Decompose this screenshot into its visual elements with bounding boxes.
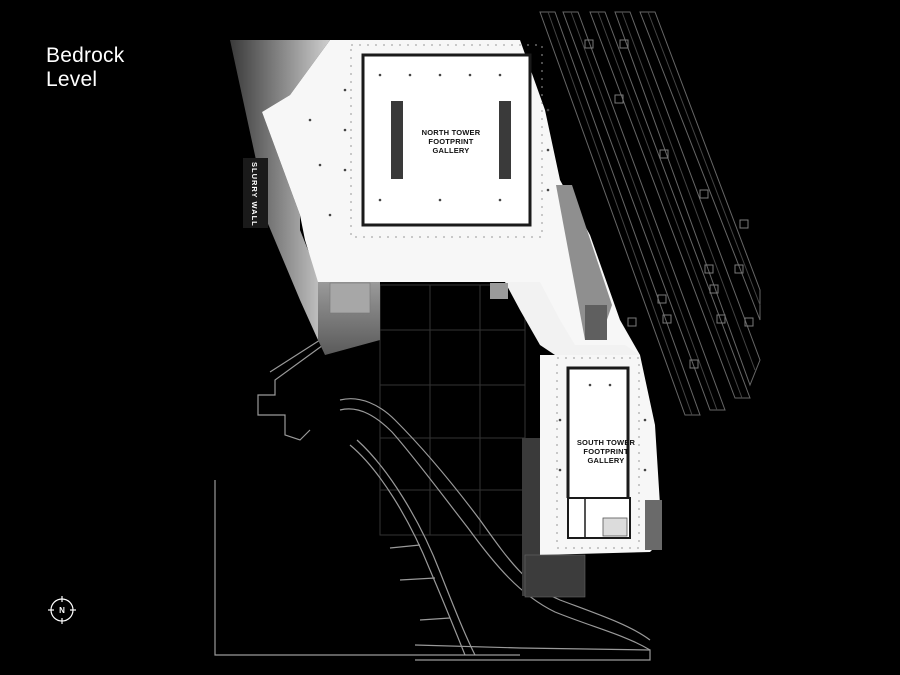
south-gallery-label-line1: SOUTH TOWER <box>577 438 636 447</box>
south-east-strip <box>645 500 662 550</box>
south-gallery-label-line2: FOOTPRINT <box>583 447 628 456</box>
slurry-wall-label: SLURRY WALL <box>250 162 259 227</box>
compass-letter: N <box>59 606 65 615</box>
north-core-west <box>391 101 403 179</box>
level-title-line2: Level <box>46 68 98 91</box>
small-core <box>490 283 508 299</box>
level-title: Bedrock Level <box>46 44 124 92</box>
north-tower-footprint <box>308 44 550 238</box>
south-tower-footprint <box>556 357 647 549</box>
level-title-line1: Bedrock <box>46 44 125 67</box>
stair-core <box>329 282 371 314</box>
south-gallery-label-line3: GALLERY <box>588 456 625 465</box>
south-restrooms <box>602 517 628 537</box>
south-entry-block <box>524 554 586 598</box>
site-perimeter <box>214 339 651 661</box>
east-shaded-strip <box>556 185 612 340</box>
lower-structure <box>379 284 526 536</box>
north-arrow-icon: N <box>48 596 76 624</box>
north-gallery-label-line1: NORTH TOWER <box>422 128 481 137</box>
connector-corridor <box>505 282 640 355</box>
west-wall-shading <box>230 40 330 340</box>
slurry-wall-marker <box>243 158 268 228</box>
rail-track-details <box>584 39 754 369</box>
north-gallery-label-line2: FOOTPRINT <box>428 137 473 146</box>
rail-tracks <box>539 11 761 416</box>
north-core-east <box>499 101 511 179</box>
east-mechanical-block <box>585 305 607 340</box>
north-gallery-label-line3: GALLERY <box>433 146 470 155</box>
